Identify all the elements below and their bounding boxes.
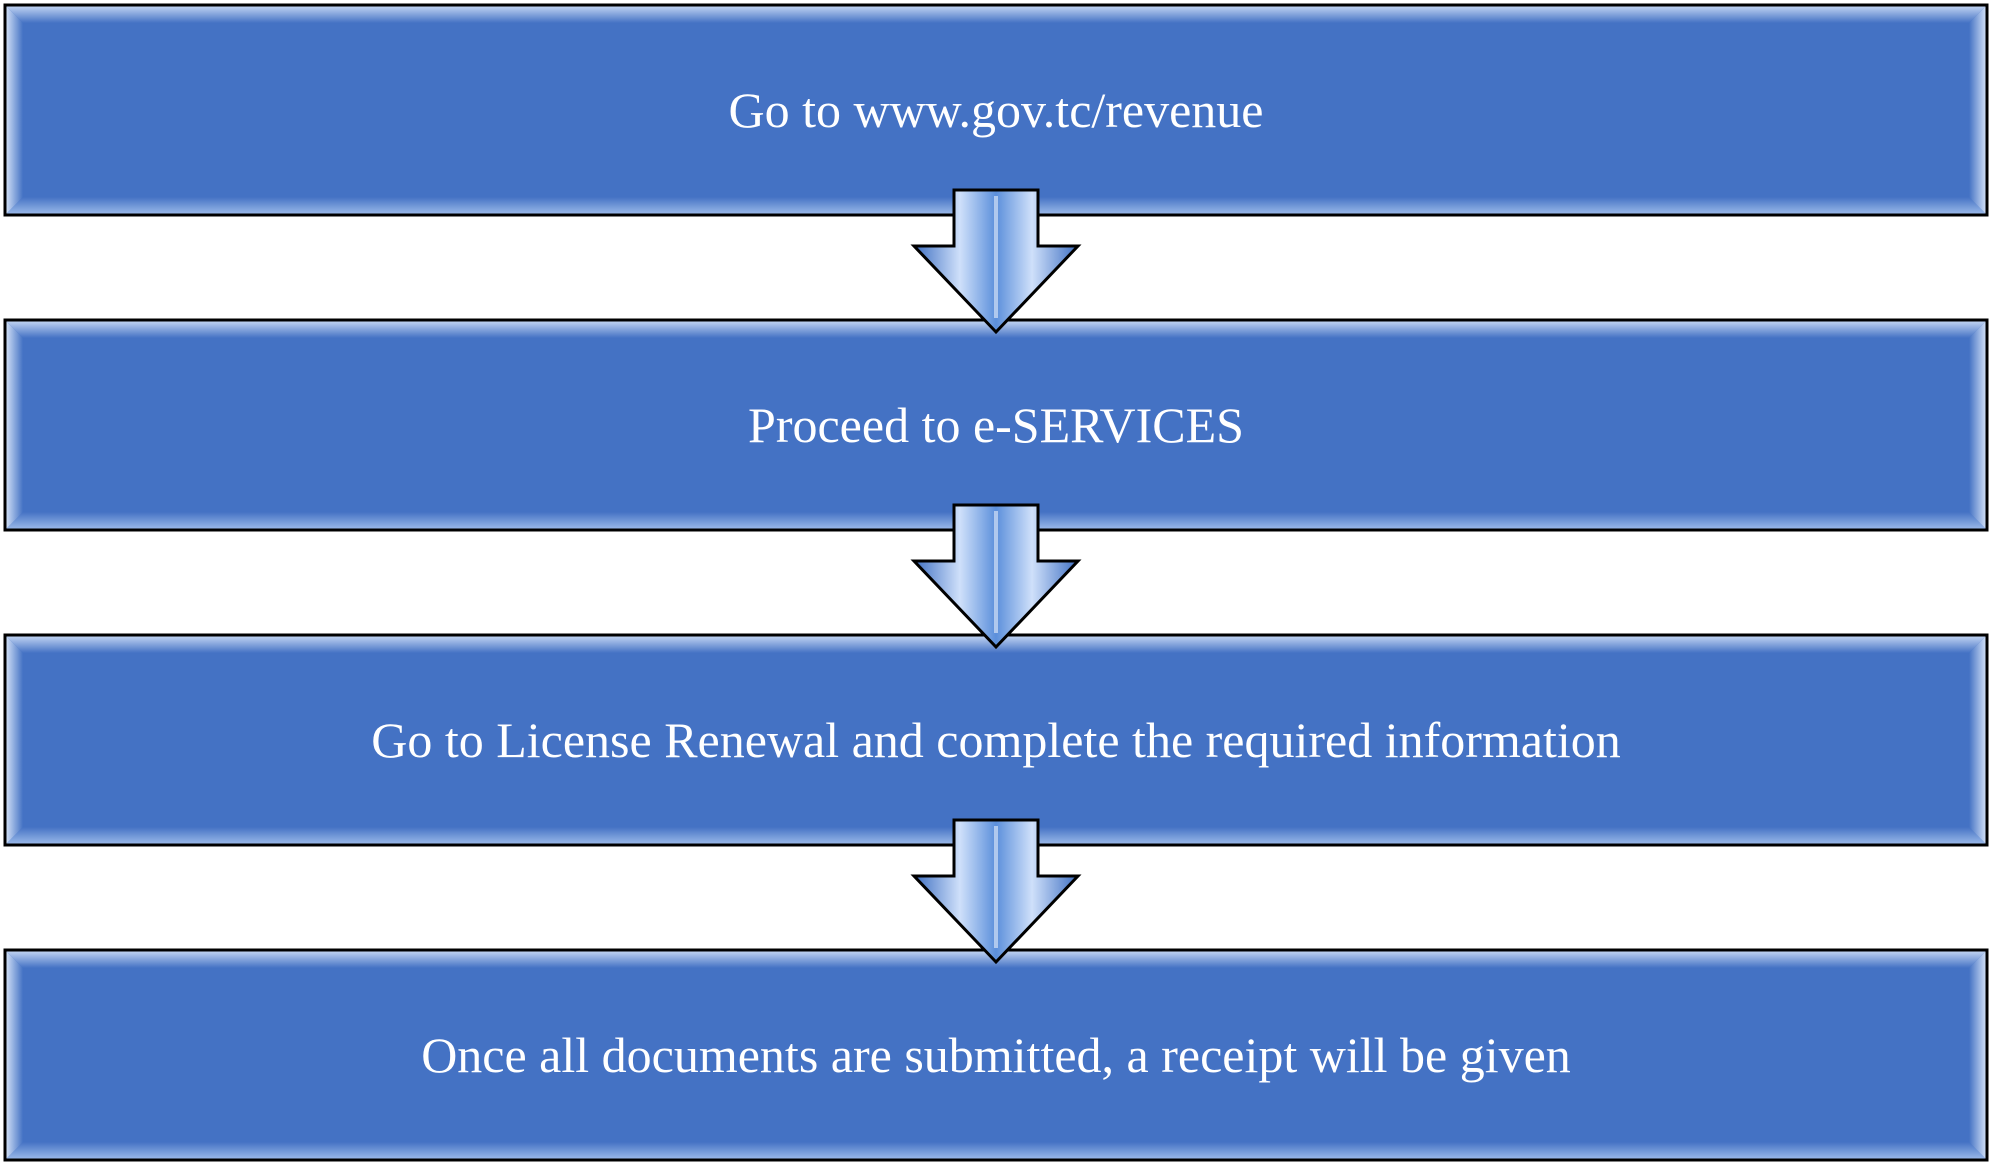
step-box-bevel-left	[5, 950, 23, 1160]
step-box-bevel-left	[5, 320, 23, 530]
step-box-bevel-right	[1969, 635, 1987, 845]
step-box-bevel-bottom	[5, 1142, 1987, 1160]
down-arrow-icon	[910, 818, 1082, 965]
down-arrow-icon	[910, 188, 1082, 335]
step-box-bevel-left	[5, 635, 23, 845]
step-box-bevel-right	[1969, 5, 1987, 215]
step-box-4: Once all documents are submitted, a rece…	[3, 948, 1989, 1162]
step-label: Go to www.gov.tc/revenue	[728, 82, 1263, 138]
step-box-fill	[5, 320, 1987, 530]
step-box-fill	[5, 635, 1987, 845]
down-arrow-icon	[910, 503, 1082, 650]
step-box-bevel-right	[1969, 320, 1987, 530]
step-box-fill	[5, 5, 1987, 215]
step-label: Go to License Renewal and complete the r…	[371, 712, 1621, 768]
connectors-layer	[910, 188, 1082, 965]
step-box-bevel-left	[5, 5, 23, 215]
step-box-1: Go to www.gov.tc/revenue	[3, 3, 1989, 217]
step-label: Once all documents are submitted, a rece…	[421, 1027, 1571, 1083]
step-box-bevel-top	[5, 5, 1987, 23]
step-label: Proceed to e-SERVICES	[748, 397, 1244, 453]
step-box-fill	[5, 950, 1987, 1160]
step-box-2: Proceed to e-SERVICES	[3, 318, 1989, 532]
step-box-bevel-right	[1969, 950, 1987, 1160]
step-box-3: Go to License Renewal and complete the r…	[3, 633, 1989, 847]
